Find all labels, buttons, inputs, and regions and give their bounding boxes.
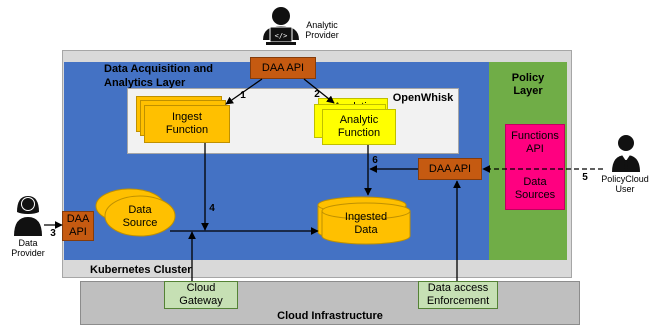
daa-api-left[interactable]: DAA API xyxy=(62,211,94,241)
data-source-label: Data Source xyxy=(122,204,158,229)
daa-layer-label: Data Acquisition and Analytics Layer xyxy=(104,63,213,89)
data-provider-icon xyxy=(14,196,42,236)
analytic-provider-caption: Analytic Provider xyxy=(305,20,339,41)
cloud-gateway-box[interactable]: Cloud Gateway xyxy=(164,281,238,309)
arrow-step-1 xyxy=(225,78,263,105)
functions-data-sources-box xyxy=(505,124,565,210)
policycloud-user-caption: PolicyCloud User xyxy=(601,174,649,195)
policycloud-user-icon xyxy=(612,135,640,172)
step-label-2: 2 xyxy=(314,89,320,101)
policy-layer-label: Policy Layer xyxy=(511,72,545,97)
data-provider-caption: Data Provider xyxy=(11,238,45,259)
functions-api-label: Functions API xyxy=(511,130,559,155)
data-access-enforcement-box[interactable]: Data access Enforcement xyxy=(418,281,498,309)
step-label-1: 1 xyxy=(240,90,246,102)
data-source-shape xyxy=(104,195,176,237)
analytic-function-box[interactable]: Analytic Function xyxy=(322,109,396,145)
svg-text:</>: </> xyxy=(275,32,288,40)
kubernetes-cluster-label: Kubernetes Cluster xyxy=(90,263,192,276)
analytic-provider-icon: </> xyxy=(263,7,299,45)
step-label-4: 4 xyxy=(209,203,215,215)
cloud-infrastructure-label: Cloud Infrastructure xyxy=(277,309,383,322)
ingest-function-box[interactable]: Ingest Function xyxy=(144,105,230,143)
data-sources-label: Data Sources xyxy=(514,176,556,201)
step-label-5: 5 xyxy=(582,172,588,184)
step-label-3: 3 xyxy=(50,228,56,240)
ingested-data-label: Ingested Data xyxy=(344,211,388,236)
openwhisk-label: OpenWhisk xyxy=(392,91,454,104)
step-label-6: 6 xyxy=(372,155,378,167)
daa-api-top[interactable]: DAA API xyxy=(250,57,316,79)
ingested-data-cylinder xyxy=(317,196,411,245)
arrow-step-2 xyxy=(303,78,335,104)
daa-api-right[interactable]: DAA API xyxy=(418,158,482,180)
